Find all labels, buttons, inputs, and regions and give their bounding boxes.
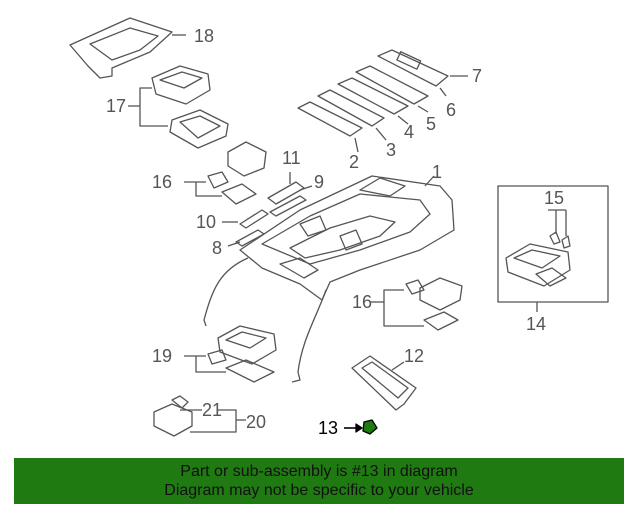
callout-7: 7 bbox=[472, 66, 482, 86]
callout-18: 18 bbox=[194, 26, 214, 46]
callout-9: 9 bbox=[314, 172, 324, 192]
trim-parts bbox=[222, 172, 313, 247]
callout-3: 3 bbox=[386, 140, 396, 160]
callout-1: 1 bbox=[432, 162, 442, 182]
part-16-map-lamp-lower bbox=[370, 277, 463, 331]
part-16-map-lamp-upper bbox=[184, 141, 267, 205]
part-17-dome-lamp bbox=[128, 65, 229, 149]
part-12-sun-visor bbox=[351, 355, 417, 411]
info-banner: Part or sub-assembly is #13 in diagram D… bbox=[14, 458, 624, 504]
callout-17: 17 bbox=[106, 96, 126, 116]
callout-20: 20 bbox=[246, 412, 266, 432]
callout-13: 13 bbox=[318, 418, 338, 438]
callout-16-upper: 16 bbox=[152, 172, 172, 192]
banner-line-2: Diagram may not be specific to your vehi… bbox=[164, 482, 474, 499]
part-1-headliner bbox=[203, 175, 455, 383]
callout-5: 5 bbox=[426, 114, 436, 134]
part-19-console-lamp bbox=[184, 325, 277, 383]
part-14-console-box bbox=[497, 185, 609, 312]
callout-12: 12 bbox=[404, 346, 424, 366]
part-18-bracket bbox=[69, 17, 186, 79]
banner-line-1: Part or sub-assembly is #13 in diagram bbox=[180, 463, 458, 480]
part-13-highlighted bbox=[344, 419, 378, 435]
callout-19: 19 bbox=[152, 346, 172, 366]
callout-2: 2 bbox=[349, 152, 359, 172]
roof-strips bbox=[297, 49, 468, 153]
callout-labels: 1 2 3 4 5 6 7 8 9 10 11 12 13 14 15 16 1… bbox=[106, 26, 564, 438]
callout-15: 15 bbox=[544, 188, 564, 208]
callout-14: 14 bbox=[526, 314, 546, 334]
callout-4: 4 bbox=[404, 122, 414, 142]
callout-16-lower: 16 bbox=[352, 292, 372, 312]
callout-21: 21 bbox=[202, 400, 222, 420]
callout-8: 8 bbox=[212, 238, 222, 258]
part-20-switch bbox=[153, 395, 246, 437]
callout-6: 6 bbox=[446, 100, 456, 120]
callout-11: 11 bbox=[282, 148, 301, 168]
callout-10: 10 bbox=[196, 212, 216, 232]
parts-diagram: 1 2 3 4 5 6 7 8 9 10 11 12 13 14 15 16 1… bbox=[69, 17, 609, 438]
